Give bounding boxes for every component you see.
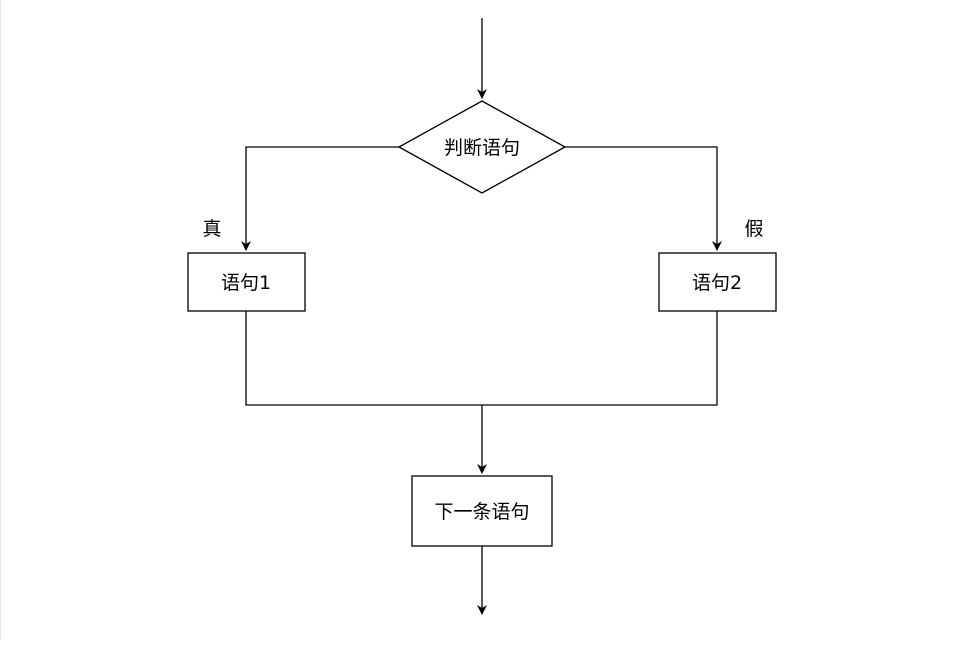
left-border	[0, 0, 1, 640]
next-statement-label: 下一条语句	[434, 501, 529, 523]
statement2-node[interactable]: 语句2	[658, 252, 777, 312]
statement2-label: 语句2	[692, 272, 742, 294]
statement1-label: 语句1	[221, 272, 271, 294]
decision-label: 判断语句	[444, 137, 520, 159]
statement1-node[interactable]: 语句1	[187, 252, 306, 312]
merge-left-edge	[245, 311, 482, 406]
false-branch-label: 假	[744, 218, 763, 240]
decision-diamond	[397, 100, 567, 194]
next-statement-box	[411, 475, 553, 547]
next-statement-node[interactable]: 下一条语句	[411, 475, 553, 547]
statement1-box	[187, 252, 306, 312]
false-branch-edge	[565, 146, 722, 251]
true-branch-edge	[241, 146, 399, 251]
true-branch-label: 真	[202, 218, 221, 240]
merge-right-edge	[482, 311, 718, 406]
decision-node[interactable]: 判断语句	[397, 100, 567, 194]
